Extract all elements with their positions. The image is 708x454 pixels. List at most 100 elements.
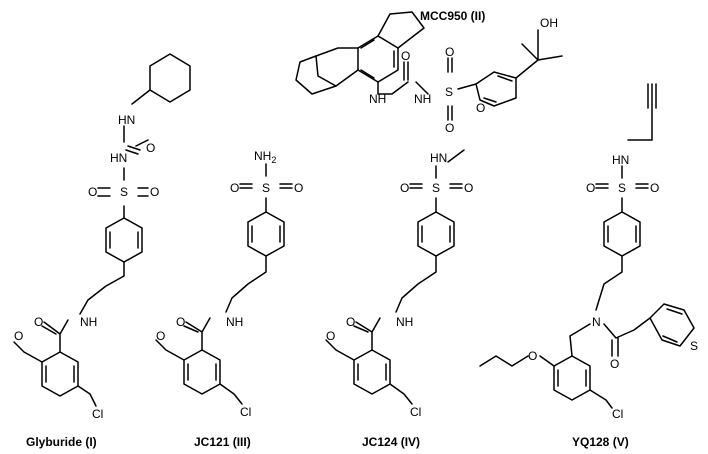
compound-jc124: HN S O O O NH O Cl JC124 (IV) xyxy=(325,149,473,449)
jc121-ethyl xyxy=(225,255,267,313)
yq128-amide-double xyxy=(611,337,619,357)
glyburide-hn-top-label: HN xyxy=(118,113,135,127)
jc121-s-label: S xyxy=(262,181,270,195)
mcc950-caption: MCC950 (II) xyxy=(420,9,485,23)
mcc950-sulfonyl-bonds xyxy=(447,57,453,121)
mcc950-urea-o-label: O xyxy=(401,49,410,63)
jc124-methoxy xyxy=(325,339,355,361)
jc121-so-o1-label: O xyxy=(230,181,239,195)
mcc950-urea-bonds xyxy=(377,81,409,95)
glyburide-so-o2-label: O xyxy=(150,185,159,199)
glyburide-ethyl xyxy=(79,261,125,315)
jc121-methoxy-o-label: O xyxy=(156,329,165,343)
yq128-caption: YQ128 (V) xyxy=(572,435,629,449)
glyburide-cl-label: Cl xyxy=(92,407,103,421)
jc124-benzene-double xyxy=(421,225,451,243)
jc124-methoxy-o-label: O xyxy=(326,329,335,343)
compound-yq128: HN S O O N O S O Cl YQ128 (V) xyxy=(479,83,698,449)
yq128-benzene xyxy=(603,211,641,257)
jc121-cl-label: Cl xyxy=(240,405,251,419)
glyburide-urea-o-label: O xyxy=(146,141,155,155)
jc121-subscript-2: 2 xyxy=(271,155,276,165)
glyburide-cl-bond xyxy=(77,385,97,407)
yq128-amide-o-label: O xyxy=(610,357,619,371)
yq128-so-o2-label: O xyxy=(650,181,659,195)
jc121-so-o2-label: O xyxy=(294,181,303,195)
jc121-benzamide-double xyxy=(187,363,217,381)
jc121-benzamide-ring xyxy=(183,349,221,395)
mcc950-cyclopentane-lower-b xyxy=(295,55,337,95)
glyburide-benzene xyxy=(105,217,143,263)
glyburide-sulfonyl-bonds xyxy=(123,187,149,219)
yq128-n-label: N xyxy=(592,315,601,329)
jc124-caption: JC124 (IV) xyxy=(362,435,420,449)
yq128-propargyl xyxy=(627,83,657,141)
jc121-methoxy xyxy=(155,339,185,361)
glyburide-urea-carbonyl xyxy=(125,145,141,155)
jc124-nh-label: NH xyxy=(396,315,413,329)
glyburide-urea-bonds xyxy=(97,89,151,197)
mcc950-oh-label: OH xyxy=(540,16,558,30)
mcc950-nh-s xyxy=(415,81,429,95)
jc121-caption: JC121 (III) xyxy=(194,435,251,449)
yq128-benzyl-double xyxy=(557,369,587,387)
jc124-sulfonyl-bonds xyxy=(409,149,465,213)
jc121-benzene xyxy=(247,211,285,257)
yq128-propoxy xyxy=(479,355,555,367)
jc121-amide-double xyxy=(183,325,199,333)
jc124-ethyl xyxy=(395,255,437,313)
mcc950-furan-double xyxy=(483,75,513,103)
glyburide-nh-label: NH xyxy=(80,315,97,329)
mcc950-s-label: S xyxy=(445,85,453,99)
jc124-amide xyxy=(355,317,381,351)
compound-jc121: NH2 S O O O NH O Cl JC121 (III) xyxy=(155,149,303,449)
jc121-sulfonyl-bonds xyxy=(239,163,293,213)
jc121-amide-o-label: O xyxy=(176,315,185,329)
yq128-s-label: S xyxy=(618,181,626,195)
jc124-hn-label: HN xyxy=(430,151,447,165)
yq128-thiophene-s-label: S xyxy=(690,339,698,353)
compound-mcc950: OH NH O NH S O O O MCC950 (II) xyxy=(295,9,563,135)
yq128-benzene-double xyxy=(607,225,637,243)
mcc950-cyclopentane-upper xyxy=(377,11,425,49)
mcc950-carbinol xyxy=(515,29,563,79)
jc124-cl-label: Cl xyxy=(410,405,421,419)
glyburide-methoxy-o-label: O xyxy=(14,329,23,343)
jc124-benzamide-double xyxy=(357,363,387,381)
jc124-cl-bond xyxy=(389,383,413,405)
jc124-amide-o-label: O xyxy=(346,315,355,329)
mcc950-benzene-double-bonds xyxy=(360,39,395,79)
jc121-nh-part: NH xyxy=(254,149,271,163)
glyburide-hn-mid-label: HN xyxy=(110,151,127,165)
jc121-benzene-double xyxy=(251,225,281,243)
mcc950-nh1-label: NH xyxy=(369,92,386,106)
mcc950-so-o2-label: O xyxy=(445,121,454,135)
yq128-thiophene-double xyxy=(662,308,683,343)
glyburide-cyclohexane xyxy=(149,53,191,103)
jc121-amide xyxy=(185,317,211,351)
glyburide-amide xyxy=(43,319,69,353)
jc124-benzamide-ring xyxy=(353,349,391,395)
jc121-nh2-label: NH2 xyxy=(254,149,276,165)
glyburide-caption: Glyburide (I) xyxy=(26,435,97,449)
mcc950-nh2-label: NH xyxy=(414,92,431,106)
yq128-sulfonyl-bonds xyxy=(595,165,649,213)
yq128-propoxy-o-label: O xyxy=(528,349,537,363)
glyburide-so-o1-label: O xyxy=(88,185,97,199)
glyburide-benzamide-double xyxy=(45,365,75,383)
yq128-thiophene xyxy=(649,303,695,347)
glyburide-s-label: S xyxy=(120,185,128,199)
jc124-amide-double xyxy=(353,325,369,333)
jc121-nh-label: NH xyxy=(226,315,243,329)
yq128-n-bonds xyxy=(569,317,651,357)
mcc950-furan-o-label: O xyxy=(476,101,485,115)
yq128-benzyl-ring xyxy=(553,355,591,401)
yq128-hn-label: HN xyxy=(612,153,629,167)
glyburide-methoxy xyxy=(13,341,43,363)
mcc950-furan xyxy=(457,71,517,107)
glyburide-amide-o-label: O xyxy=(34,315,43,329)
mcc950-benzene-ring xyxy=(357,35,399,83)
yq128-cl-bond xyxy=(589,389,613,409)
